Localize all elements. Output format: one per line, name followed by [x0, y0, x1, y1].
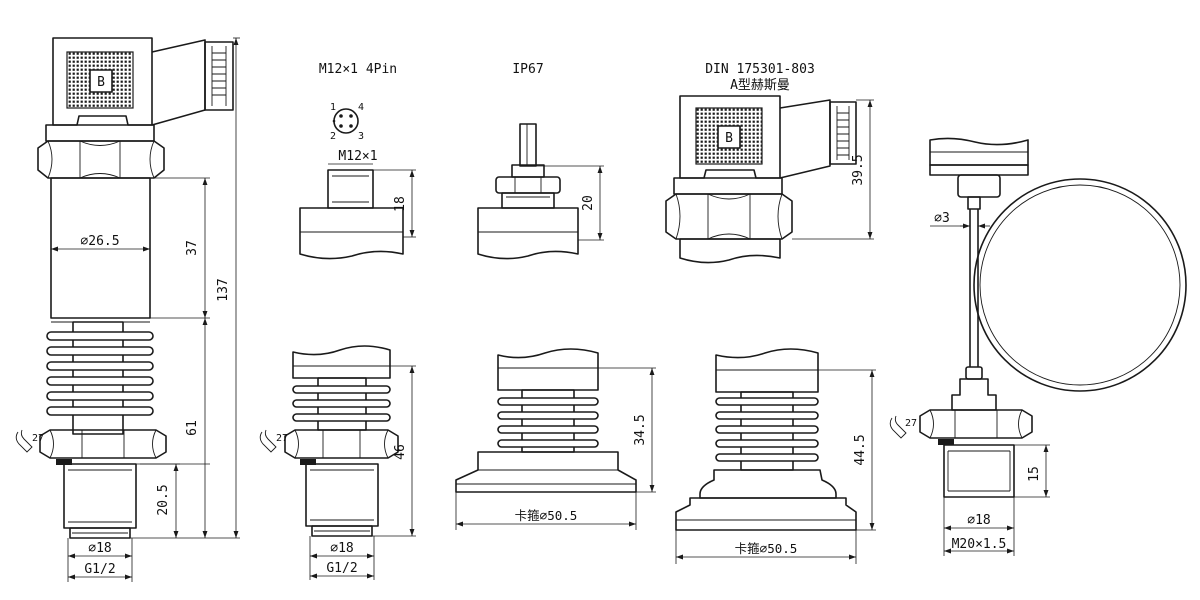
din-letter-badge-2 [717, 125, 741, 149]
ip67-title: IP67 [512, 62, 543, 77]
svg-text:⌀18: ⌀18 [88, 541, 111, 556]
view-g12-process-connection: 27 46 ⌀18 G1/2 [259, 345, 416, 580]
svg-text:34.5: 34.5 [633, 414, 648, 445]
view-ip67-cable-gland: IP67 20 [477, 62, 604, 260]
view-clamp-short: 34.5 卡箍⌀50.5 [455, 348, 656, 530]
svg-text:46: 46 [393, 444, 408, 460]
svg-text:137: 137 [216, 278, 231, 301]
din-letter-b: B [97, 75, 105, 90]
svg-text:20: 20 [581, 195, 596, 211]
svg-text:61: 61 [185, 420, 200, 436]
view-din-connector: DIN 175301-803 A型赫斯曼 B 39.5 [665, 62, 874, 264]
svg-text:A型赫斯曼: A型赫斯曼 [730, 78, 790, 93]
svg-text:⌀18: ⌀18 [967, 513, 990, 528]
view-full-transmitter: B 27 ⌀26.5 [15, 37, 240, 582]
svg-text:M12×1: M12×1 [338, 149, 377, 164]
wrench-icon [259, 429, 277, 453]
svg-text:卡箍⌀50.5: 卡箍⌀50.5 [735, 541, 798, 556]
din-title: DIN 175301-803 [705, 62, 815, 77]
svg-text:3: 3 [358, 131, 364, 142]
wrench-icon [889, 415, 907, 439]
svg-text:B: B [725, 131, 733, 146]
din-letter-badge [89, 69, 113, 93]
svg-text:1: 1 [330, 102, 336, 113]
svg-text:44.5: 44.5 [853, 434, 868, 465]
m12-pin-face [333, 108, 359, 134]
svg-text:⌀18: ⌀18 [330, 541, 353, 556]
svg-text:G1/2: G1/2 [84, 562, 115, 577]
view-remote-capillary: ⌀3 27 15 ⌀18 M20×1.5 [889, 137, 1187, 556]
svg-text:39.5: 39.5 [851, 154, 866, 185]
view-clamp-long: 44.5 卡箍⌀50.5 [675, 348, 876, 564]
svg-text:⌀3: ⌀3 [934, 211, 950, 226]
m12-title: M12×1 4Pin [319, 62, 397, 77]
capillary-coil [973, 178, 1187, 392]
svg-text:G1/2: G1/2 [326, 561, 357, 576]
svg-text:20.5: 20.5 [156, 484, 171, 515]
wrench-icon [15, 429, 33, 453]
view-m12-connector: M12×1 4Pin 1 4 2 3 M12×1 18 [299, 62, 416, 260]
svg-text:2: 2 [330, 131, 336, 142]
svg-text:⌀26.5: ⌀26.5 [80, 234, 119, 249]
svg-text:4: 4 [358, 102, 364, 113]
svg-text:15: 15 [1027, 466, 1042, 482]
svg-text:27: 27 [905, 418, 917, 429]
svg-text:27: 27 [32, 433, 44, 444]
svg-text:37: 37 [185, 240, 200, 256]
svg-text:M20×1.5: M20×1.5 [952, 537, 1007, 552]
svg-text:18: 18 [393, 196, 408, 212]
svg-text:27: 27 [276, 433, 288, 444]
svg-text:卡箍⌀50.5: 卡箍⌀50.5 [515, 508, 578, 523]
